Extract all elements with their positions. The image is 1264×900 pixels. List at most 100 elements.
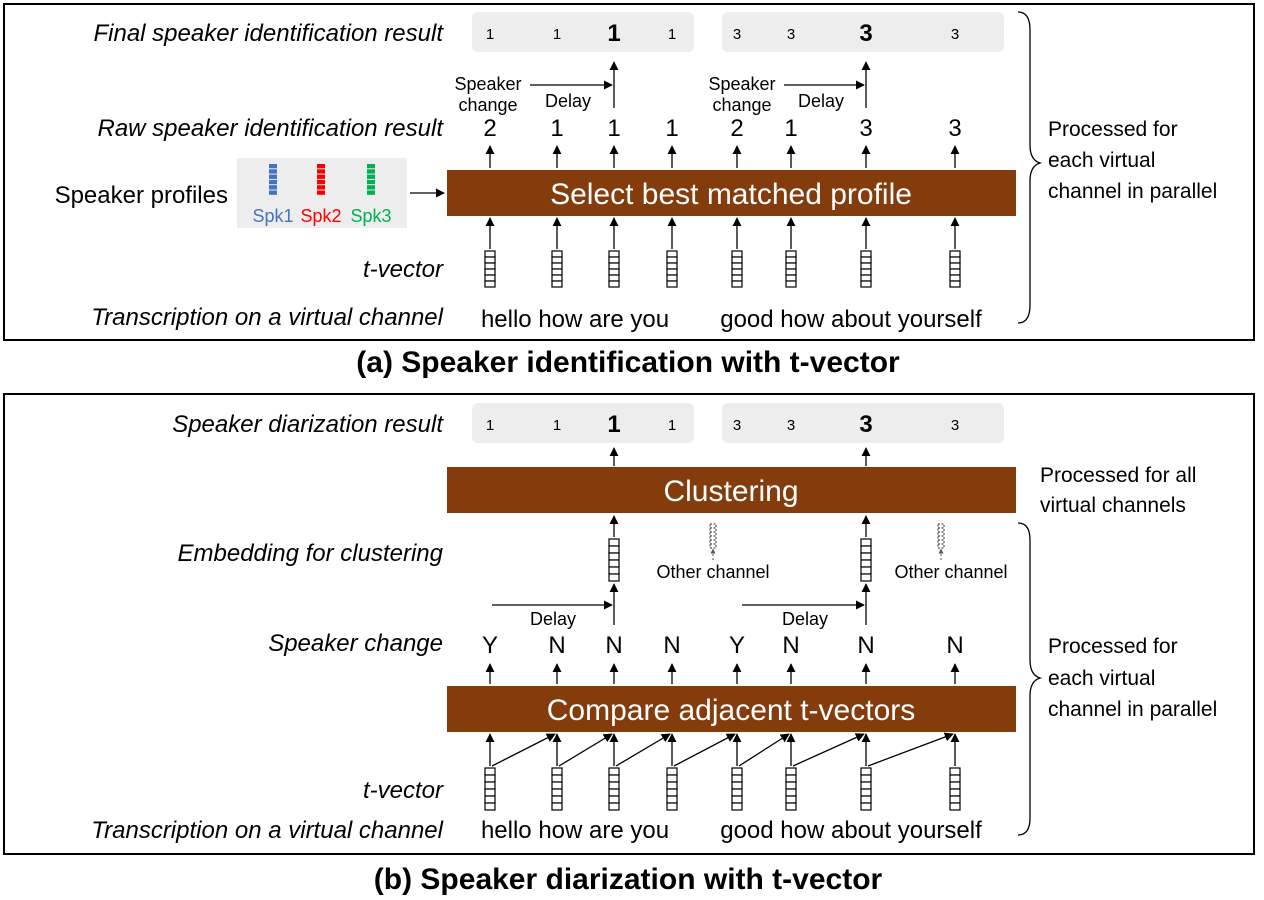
caption-a: (a) Speaker identification with t-vector: [356, 346, 900, 379]
speaker-change-label-a1b: change: [458, 95, 517, 115]
t-vectors-a: [484, 217, 961, 288]
final-result-value: 3: [787, 26, 795, 43]
side-note-b-all-line-2: virtual channels: [1040, 494, 1186, 517]
label-transcription-a: Transcription on a virtual channel: [91, 304, 443, 331]
t-vector: [860, 250, 872, 288]
t-vector: [608, 250, 620, 288]
t-vector: [949, 250, 961, 288]
panel-a-frame: [3, 3, 1255, 341]
raw-result-arrows: [485, 145, 960, 168]
t-vector: [608, 767, 620, 811]
speaker-change-value: N: [782, 632, 799, 659]
embedding-vector: [608, 538, 620, 582]
side-note-b-each-line-1: Processed for: [1048, 635, 1178, 658]
speaker-change-value: N: [946, 632, 963, 659]
final-result-value: 3: [733, 26, 741, 43]
clustering-label: Clustering: [663, 475, 798, 508]
t-vector: [731, 767, 743, 811]
raw-result-value: 3: [948, 115, 961, 142]
other-channel-label-2: Other channel: [894, 562, 1007, 582]
t-vector: [731, 250, 743, 288]
speaker-change-value: N: [857, 632, 874, 659]
final-result-value: 3: [859, 20, 872, 47]
t-vector: [666, 767, 678, 811]
raw-result-value: 2: [730, 115, 743, 142]
speaker-change-arrows: [485, 663, 960, 684]
delay-label-a1: Delay: [545, 91, 591, 111]
t-vector-compare-arrow: [558, 733, 613, 767]
label-speaker-profiles: Speaker profiles: [55, 182, 228, 209]
side-note-b-each-line-2: each virtual: [1048, 667, 1155, 690]
t-vector: [860, 767, 872, 811]
t-vector-compare-arrow: [738, 733, 790, 767]
side-note-b-each-line-3: channel in parallel: [1048, 698, 1217, 721]
speaker-change-value: N: [663, 632, 680, 659]
other-channel-embedding: [709, 523, 717, 549]
diar-result-value: 3: [951, 417, 959, 434]
label-speaker-change: Speaker change: [268, 630, 443, 657]
label-transcription-b: Transcription on a virtual channel: [91, 817, 443, 844]
final-result-group-2: [722, 12, 1004, 52]
clustering-box: [447, 467, 1016, 513]
raw-result-value: 1: [550, 115, 563, 142]
delay-label-b1: Delay: [530, 609, 576, 629]
transcript-b-part-2: good how about yourself: [720, 817, 982, 844]
final-result-value: 1: [668, 26, 676, 43]
label-t-vector-a: t-vector: [363, 256, 444, 283]
t-vectors-b: [484, 732, 961, 811]
speaker-profile-name: Spk3: [350, 206, 391, 226]
diar-result-group-2: [722, 403, 1004, 443]
t-vector-compare-arrow: [615, 733, 671, 767]
brace-a: [1017, 11, 1043, 324]
diar-result-value: 1: [668, 417, 676, 434]
speaker-profile-spk1: Spk1: [252, 164, 294, 226]
t-vector: [785, 250, 797, 288]
select-best-profile-label: Select best matched profile: [550, 178, 912, 211]
t-vector: [551, 250, 563, 288]
t-vector: [484, 767, 496, 811]
speaker-profile-name: Spk1: [252, 206, 293, 226]
side-note-a-line-2: each virtual: [1048, 149, 1155, 172]
final-result-value: 3: [951, 26, 959, 43]
embeddings-for-clustering: [608, 515, 945, 582]
other-channel-embedding: [937, 523, 945, 549]
t-vector-compare-arrow: [673, 733, 736, 767]
raw-result-value: 1: [607, 115, 620, 142]
speaker-change-label-a1: Speaker: [454, 74, 521, 94]
select-best-profile-box: [447, 170, 1016, 216]
t-vector-compare-arrow: [491, 733, 556, 767]
speaker-change-label-a2: Speaker: [708, 74, 775, 94]
final-result-value: 1: [553, 26, 561, 43]
delay-label-b2: Delay: [782, 609, 828, 629]
speaker-change-value: N: [548, 632, 565, 659]
speaker-change-value: Y: [482, 632, 498, 659]
other-channel-label-1: Other channel: [656, 562, 769, 582]
raw-result-value: 3: [859, 115, 872, 142]
transcript-a-part-1: hello how are you: [481, 306, 669, 333]
embedding-vector: [860, 538, 872, 582]
label-final-result: Final speaker identification result: [93, 20, 444, 47]
diar-result-value: 3: [859, 411, 872, 438]
label-diar-result: Speaker diarization result: [172, 411, 444, 438]
transcript-b-part-1: hello how are you: [481, 817, 669, 844]
brace-b: [1017, 522, 1043, 836]
t-vector: [484, 250, 496, 288]
t-vector: [785, 767, 797, 811]
final-result-value: 1: [486, 26, 494, 43]
transcript-a-part-2: good how about yourself: [720, 306, 982, 333]
speaker-change-value: N: [605, 632, 622, 659]
raw-result-value: 1: [784, 115, 797, 142]
compare-label: Compare adjacent t-vectors: [547, 694, 916, 727]
diar-result-value: 3: [733, 417, 741, 434]
speaker-change-value: Y: [729, 632, 745, 659]
speaker-change-label-a2b: change: [712, 95, 771, 115]
caption-b: (b) Speaker diarization with t-vector: [374, 863, 883, 896]
label-embedding: Embedding for clustering: [178, 540, 444, 567]
t-vector: [666, 250, 678, 288]
diar-result-value: 1: [486, 417, 494, 434]
